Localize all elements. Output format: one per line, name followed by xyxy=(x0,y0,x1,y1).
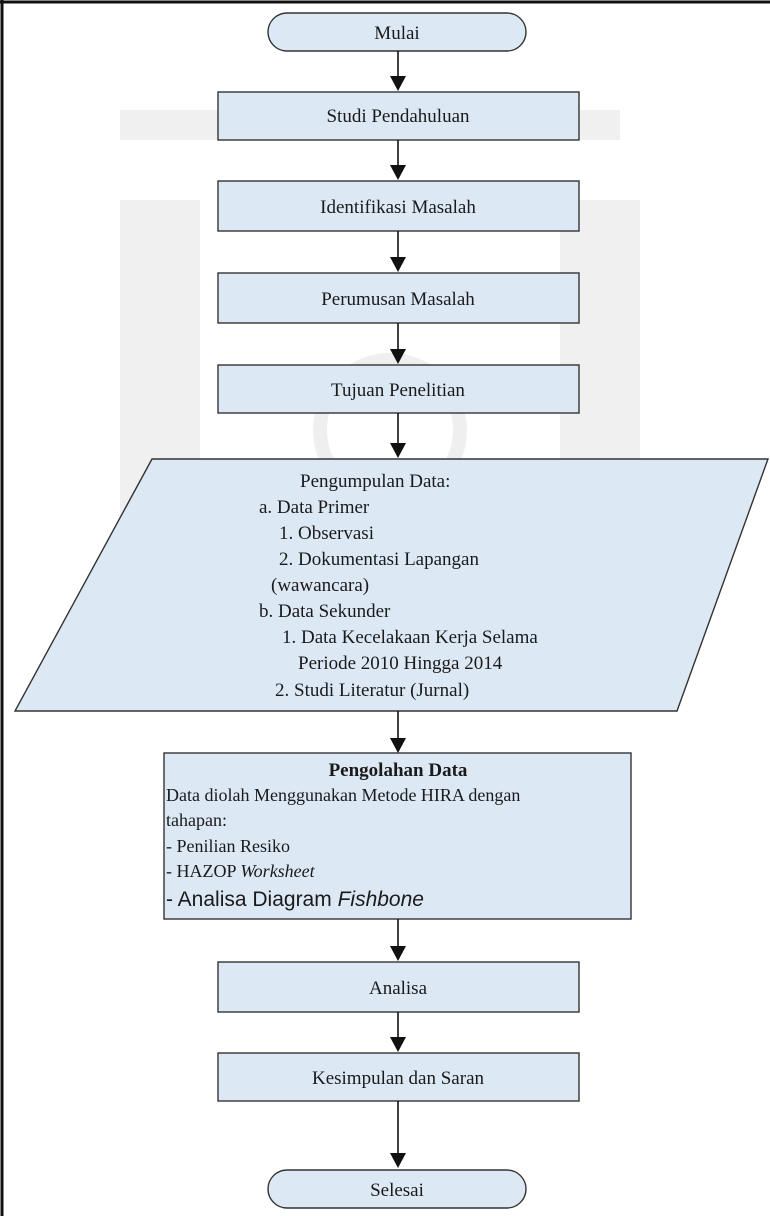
step-label: Studi Pendahuluan xyxy=(326,106,470,127)
processing-item-italic: Worksheet xyxy=(240,861,315,881)
processing-item: - Analisa Diagram Fishbone xyxy=(166,888,424,911)
step-analisa xyxy=(217,961,580,1013)
processing-item-text: - HAZOP xyxy=(166,861,240,881)
start-terminator xyxy=(267,12,527,52)
arrow-head xyxy=(390,257,406,272)
processing-description: tahapan: xyxy=(166,810,227,830)
data-collection-title: Pengumpulan Data: xyxy=(300,471,450,492)
arrow-head xyxy=(390,443,406,458)
step-kesimpulan-dan-saran xyxy=(217,1052,580,1102)
primary-item: (wawancara) xyxy=(271,575,369,596)
end-terminator xyxy=(267,1169,527,1209)
processing-item-italic: Fishbone xyxy=(338,888,424,911)
end-label: Selesai xyxy=(370,1180,424,1201)
step-label: Analisa xyxy=(369,978,428,999)
start-label: Mulai xyxy=(374,23,419,44)
arrow-head xyxy=(390,76,406,91)
primary-heading: a. Data Primer xyxy=(259,497,370,518)
processing-item: - HAZOP Worksheet xyxy=(166,861,316,881)
arrow-head xyxy=(390,349,406,364)
arrow-head xyxy=(390,1037,406,1052)
arrow-head xyxy=(390,1153,406,1168)
processing-title: Pengolahan Data xyxy=(329,760,468,781)
step-label: Identifikasi Masalah xyxy=(320,197,476,218)
step-label: Kesimpulan dan Saran xyxy=(312,1068,485,1089)
arrow-head xyxy=(390,946,406,961)
secondary-item: Periode 2010 Hingga 2014 xyxy=(298,653,503,674)
secondary-item: 1. Data Kecelakaan Kerja Selama xyxy=(282,627,538,648)
arrow-head xyxy=(390,165,406,180)
step-label: Tujuan Penelitian xyxy=(331,380,465,401)
secondary-heading: b. Data Sekunder xyxy=(259,601,391,622)
secondary-item: 2. Studi Literatur (Jurnal) xyxy=(275,680,469,701)
step-studi-pendahuluan xyxy=(217,91,580,141)
processing-item: - Penilian Resiko xyxy=(166,836,290,856)
processing-box xyxy=(163,752,632,920)
processing-description: Data diolah Menggunakan Metode HIRA deng… xyxy=(166,785,520,805)
primary-item: 2. Dokumentasi Lapangan xyxy=(279,549,479,570)
step-tujuan-penelitian xyxy=(217,364,580,414)
data-collection-parallelogram xyxy=(13,458,769,712)
primary-item: 1. Observasi xyxy=(279,523,374,544)
step-label: Perumusan Masalah xyxy=(321,289,475,310)
processing-item-text: - Analisa Diagram xyxy=(166,888,338,911)
arrow-head xyxy=(390,738,406,753)
